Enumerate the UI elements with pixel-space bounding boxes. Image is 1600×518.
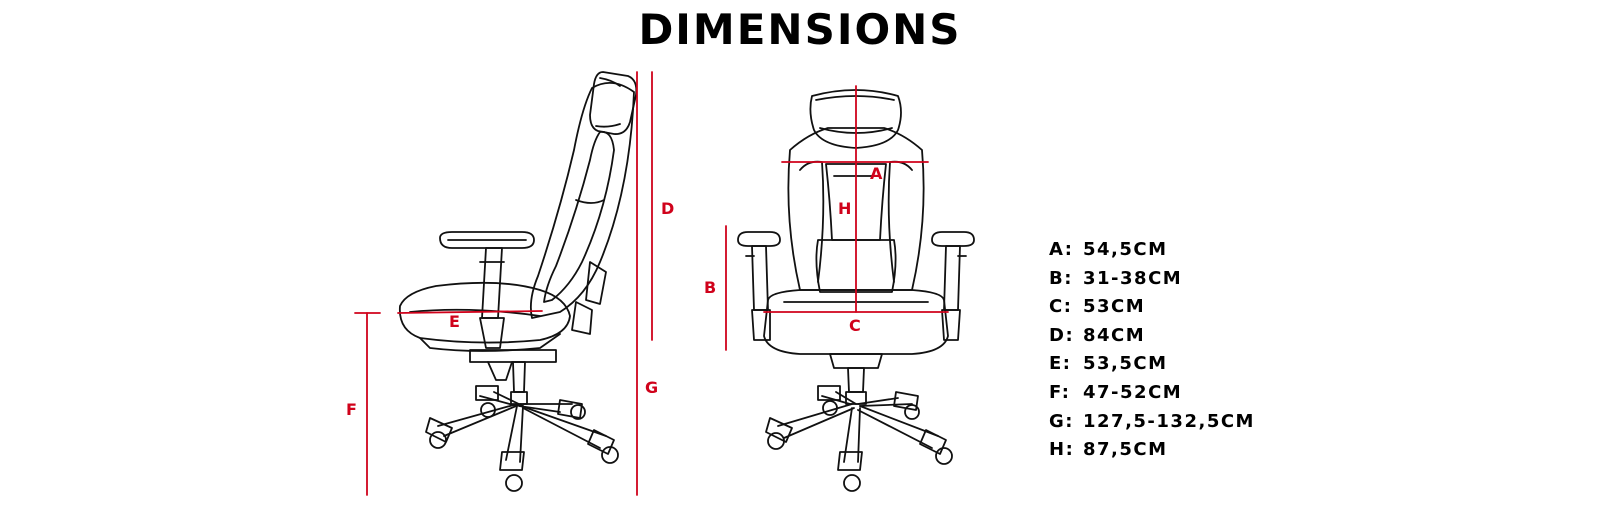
legend-key: C: (1049, 296, 1073, 318)
legend-item: F: 47-52CM (1049, 379, 1255, 408)
dimension-label-c: C (849, 316, 861, 335)
dimension-label-g: G (645, 378, 658, 397)
page-title: DIMENSIONS (638, 5, 962, 54)
legend-key: F: (1049, 381, 1071, 403)
dimensions-legend: A: 54,5CM B: 31-38CM C: 53CM D: 84CM E: 53,5C… (1049, 236, 1255, 465)
legend-key: D: (1049, 324, 1075, 346)
front-view-chair (737, 89, 975, 492)
legend-key: B: (1049, 267, 1073, 289)
legend-value: 127,5-132,5CM (1083, 410, 1255, 432)
legend-item: E: 53,5CM (1049, 350, 1255, 379)
legend-value: 53,5CM (1083, 353, 1168, 375)
legend-item: B: 31-38CM (1049, 265, 1255, 294)
dimension-label-f: F (346, 400, 357, 419)
legend-value: 54,5CM (1083, 239, 1168, 260)
legend-value: 31-38CM (1083, 267, 1183, 289)
dimension-label-b: B (704, 278, 716, 297)
legend-item: G: 127,5-132,5CM (1049, 408, 1255, 437)
legend-key: E: (1049, 353, 1072, 375)
legend-key: A: (1049, 239, 1074, 260)
legend-value: 84CM (1083, 324, 1146, 346)
legend-value: 87,5CM (1083, 439, 1168, 461)
dimension-label-h: H (838, 199, 851, 218)
legend-item: H: 87,5CM (1049, 436, 1255, 465)
legend-item: C: 53CM (1049, 293, 1255, 322)
legend-item: A: 54,5CM (1049, 236, 1255, 265)
legend-key: G: (1049, 410, 1074, 432)
legend-value: 47-52CM (1083, 381, 1183, 403)
side-view-chair (398, 71, 638, 492)
legend-item: D: 84CM (1049, 322, 1255, 351)
dimension-line-e (397, 310, 543, 314)
legend-value: 53CM (1083, 296, 1146, 318)
dimension-label-d: D (661, 199, 674, 218)
dimension-label-e: E (449, 312, 460, 331)
legend-key: H: (1049, 439, 1075, 461)
dimension-label-a: A (870, 164, 883, 183)
